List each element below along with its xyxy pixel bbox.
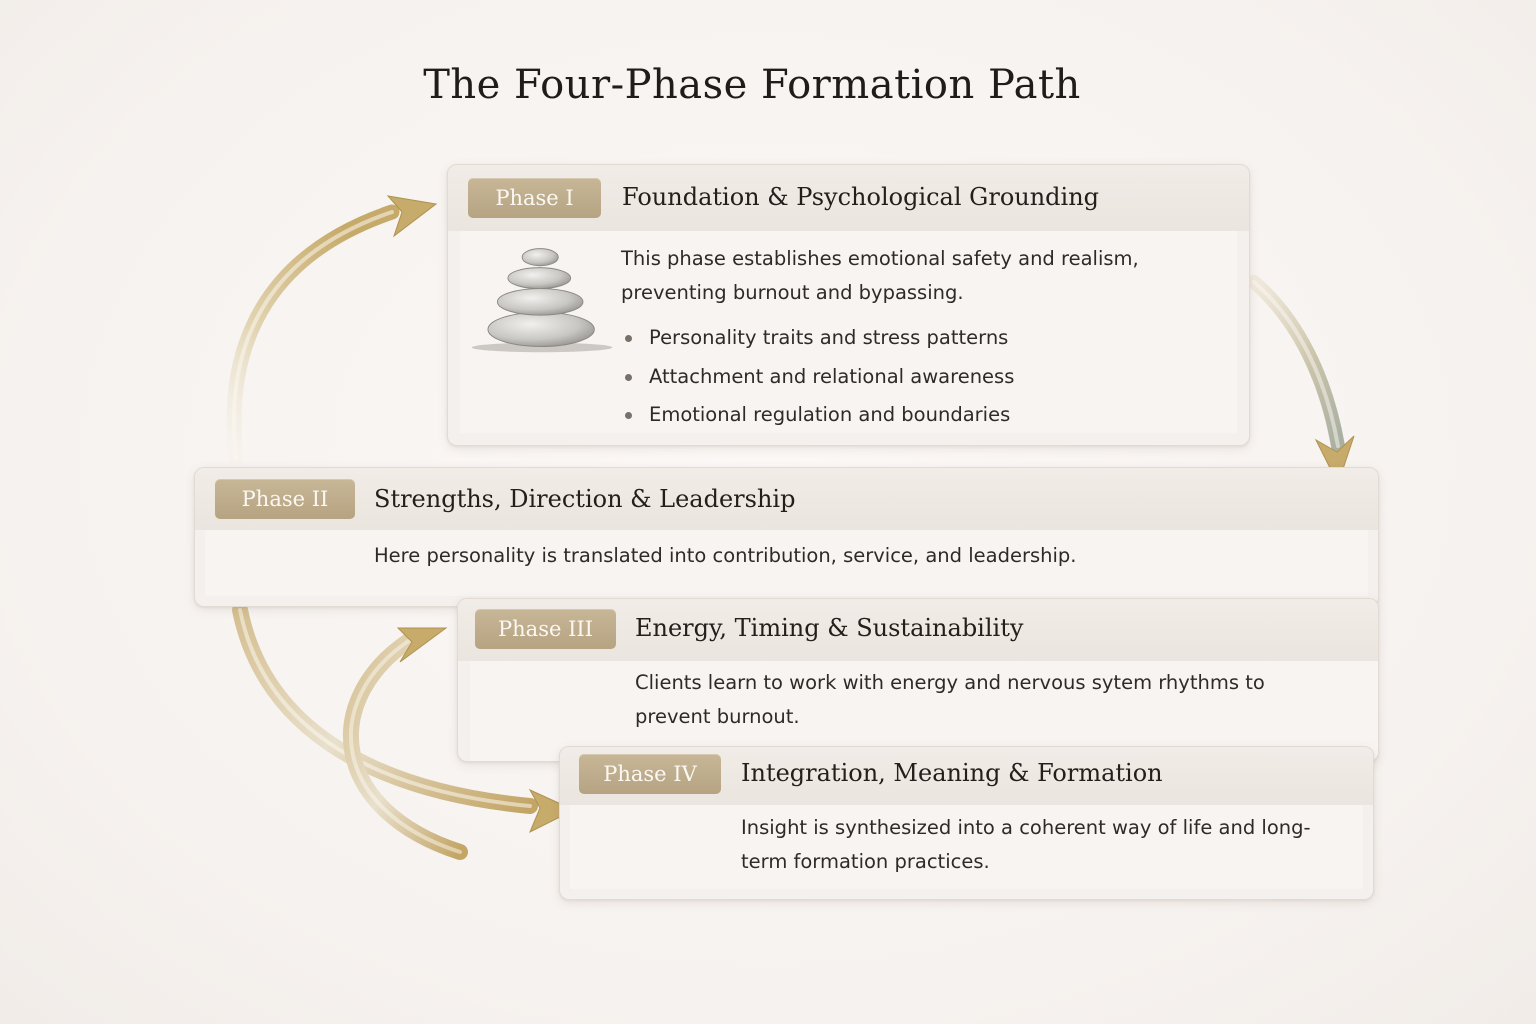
phase-3-description: Clients learn to work with energy and ne… <box>635 666 1345 734</box>
phase-1-bullet-list: Personality traits and stress patterns A… <box>621 319 1014 435</box>
stacked-stones-icon <box>468 241 620 357</box>
page-title: The Four-Phase Formation Path <box>0 62 1504 108</box>
arrow-phase2-to-phase1 <box>234 196 436 458</box>
phase-4-card: Phase IV Integration, Meaning & Formatio… <box>559 746 1374 900</box>
bullet-dot-icon <box>625 412 632 419</box>
phase-4-description: Insight is synthesized into a coherent w… <box>741 811 1341 879</box>
arrow-to-phase3 <box>351 628 460 852</box>
phase-3-heading: Energy, Timing & Sustainability <box>635 608 1023 648</box>
phase-3-badge: Phase III <box>475 609 616 649</box>
list-item: Emotional regulation and boundaries <box>621 396 1014 435</box>
phase-2-description: Here personality is translated into cont… <box>374 539 1334 573</box>
phase-2-badge: Phase II <box>215 479 355 519</box>
list-item: Personality traits and stress patterns <box>621 319 1014 358</box>
phase-2-card: Phase II Strengths, Direction & Leadersh… <box>194 467 1379 607</box>
phase-1-badge: Phase I <box>468 178 601 218</box>
phase-1-description: This phase establishes emotional safety … <box>621 242 1231 310</box>
arrow-phase1-to-phase2 <box>1254 282 1354 484</box>
phase-4-badge: Phase IV <box>579 754 721 794</box>
phase-1-heading: Foundation & Psychological Grounding <box>622 177 1099 217</box>
phase-4-heading: Integration, Meaning & Formation <box>741 753 1163 793</box>
bullet-dot-icon <box>625 374 632 381</box>
bullet-dot-icon <box>625 335 632 342</box>
list-item: Attachment and relational awareness <box>621 358 1014 397</box>
phase-1-card: Phase I Foundation & Psychological Groun… <box>447 164 1250 446</box>
phase-2-heading: Strengths, Direction & Leadership <box>374 479 795 519</box>
phase-3-card: Phase III Energy, Timing & Sustainabilit… <box>457 598 1379 762</box>
